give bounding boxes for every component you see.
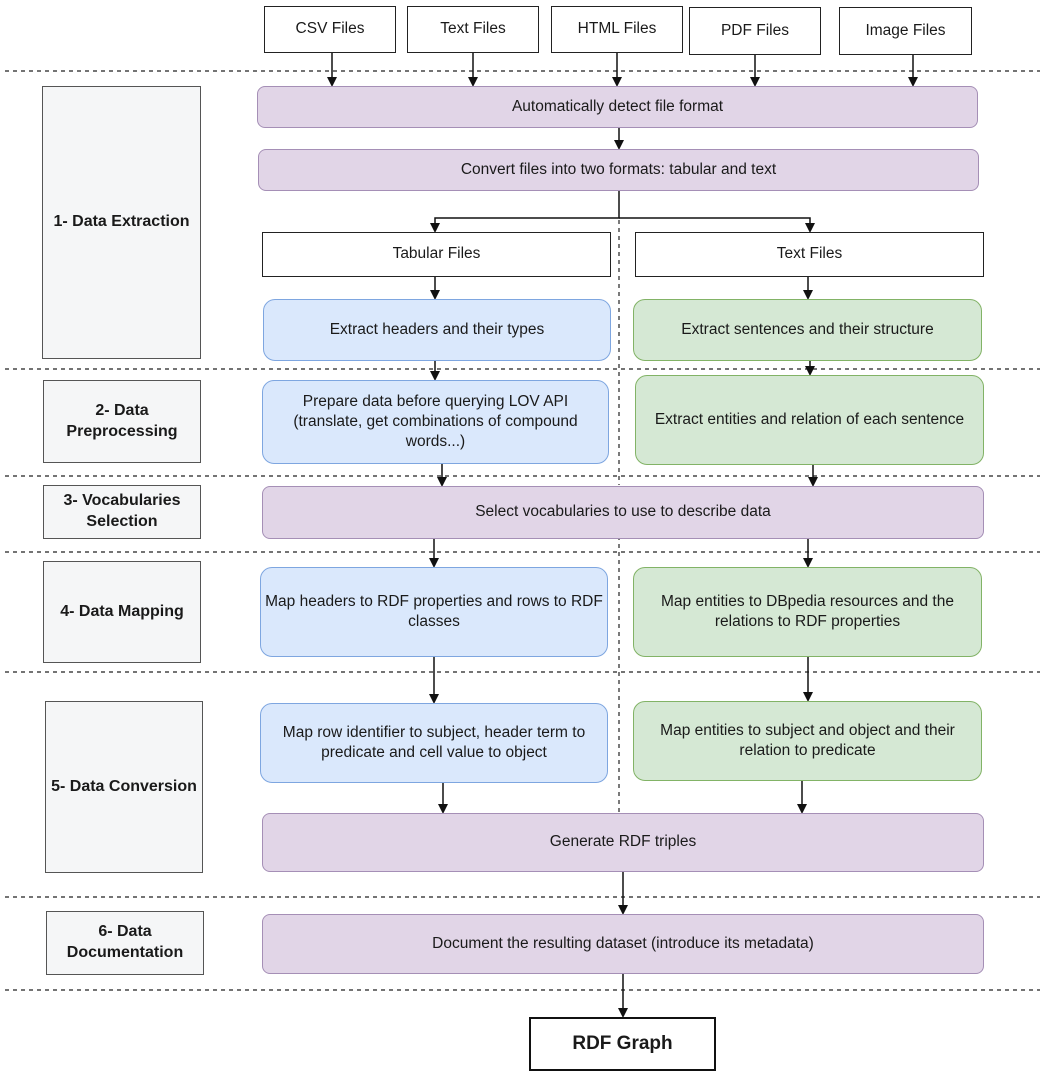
step-map-entities-dbpedia: Map entities to DBpedia resources and th… bbox=[633, 567, 982, 657]
step-map-entities-subject: Map entities to subject and object and t… bbox=[633, 701, 982, 781]
stage-data-preprocessing: 2- Data Preprocessing bbox=[43, 380, 201, 463]
stage-data-mapping: 4- Data Mapping bbox=[43, 561, 201, 663]
output-label: RDF Graph bbox=[572, 1032, 673, 1054]
step-map-headers: Map headers to RDF properties and rows t… bbox=[260, 567, 608, 657]
input-label: PDF Files bbox=[720, 21, 790, 39]
text-files-box: Text Files bbox=[635, 232, 984, 277]
stage-label: 1- Data Extraction bbox=[53, 213, 190, 231]
input-label: Image Files bbox=[865, 21, 946, 39]
step-document-dataset: Document the resulting dataset (introduc… bbox=[262, 914, 984, 974]
step-label: Select vocabularies to use to describe d… bbox=[475, 503, 771, 521]
rdf-graph-output: RDF Graph bbox=[529, 1017, 716, 1071]
step-label: Extract sentences and their structure bbox=[681, 320, 934, 338]
step-label: Map entities to subject and object and t… bbox=[660, 721, 955, 759]
step-extract-entities: Extract entities and relation of each se… bbox=[635, 375, 984, 465]
input-label: HTML Files bbox=[577, 20, 657, 38]
tabular-files-box: Tabular Files bbox=[262, 232, 611, 277]
stage-data-conversion: 5- Data Conversion bbox=[45, 701, 203, 873]
input-html-files: HTML Files bbox=[551, 6, 683, 53]
step-select-vocabularies: Select vocabularies to use to describe d… bbox=[262, 486, 984, 539]
step-generate-triples: Generate RDF triples bbox=[262, 813, 984, 872]
step-label: Map headers to RDF properties and rows t… bbox=[265, 592, 603, 630]
step-label: Extract headers and their types bbox=[329, 320, 545, 338]
input-label: Text Files bbox=[440, 20, 506, 38]
input-label: CSV Files bbox=[295, 20, 365, 38]
stage-label: 3- Vocabularies Selection bbox=[63, 492, 181, 530]
step-detect-format: Automatically detect file format bbox=[257, 86, 978, 128]
stage-label: 2- Data Preprocessing bbox=[66, 401, 178, 440]
step-extract-sentences: Extract sentences and their structure bbox=[633, 299, 982, 361]
stage-label: 6- Data Documentation bbox=[66, 923, 184, 961]
step-label: Convert files into two formats: tabular … bbox=[460, 160, 777, 178]
stage-vocabularies-selection: 3- Vocabularies Selection bbox=[43, 485, 201, 539]
step-prepare-data: Prepare data before querying LOV API (tr… bbox=[262, 380, 609, 464]
step-map-row-identifier: Map row identifier to subject, header te… bbox=[260, 703, 608, 783]
step-label: Tabular Files bbox=[392, 245, 481, 263]
step-label: Document the resulting dataset (introduc… bbox=[432, 934, 814, 952]
step-extract-headers: Extract headers and their types bbox=[263, 299, 611, 361]
step-label: Prepare data before querying LOV API (tr… bbox=[293, 392, 578, 451]
stage-separators bbox=[5, 70, 1040, 991]
step-label: Generate RDF triples bbox=[549, 833, 697, 851]
stage-label: 4- Data Mapping bbox=[60, 602, 184, 620]
step-label: Text Files bbox=[776, 245, 843, 263]
step-convert-formats: Convert files into two formats: tabular … bbox=[258, 149, 979, 191]
step-label: Map row identifier to subject, header te… bbox=[282, 723, 586, 761]
input-pdf-files: PDF Files bbox=[689, 7, 821, 55]
input-text-files: Text Files bbox=[407, 6, 539, 53]
input-image-files: Image Files bbox=[839, 7, 972, 55]
stage-data-documentation: 6- Data Documentation bbox=[46, 911, 204, 975]
step-label: Automatically detect file format bbox=[511, 97, 724, 115]
flow-arrows bbox=[327, 53, 918, 1018]
input-csv-files: CSV Files bbox=[264, 6, 396, 53]
step-label: Map entities to DBpedia resources and th… bbox=[661, 592, 954, 630]
stage-label: 5- Data Conversion bbox=[51, 777, 197, 795]
step-label: Extract entities and relation of each se… bbox=[654, 410, 965, 428]
stage-data-extraction: 1- Data Extraction bbox=[42, 86, 201, 359]
